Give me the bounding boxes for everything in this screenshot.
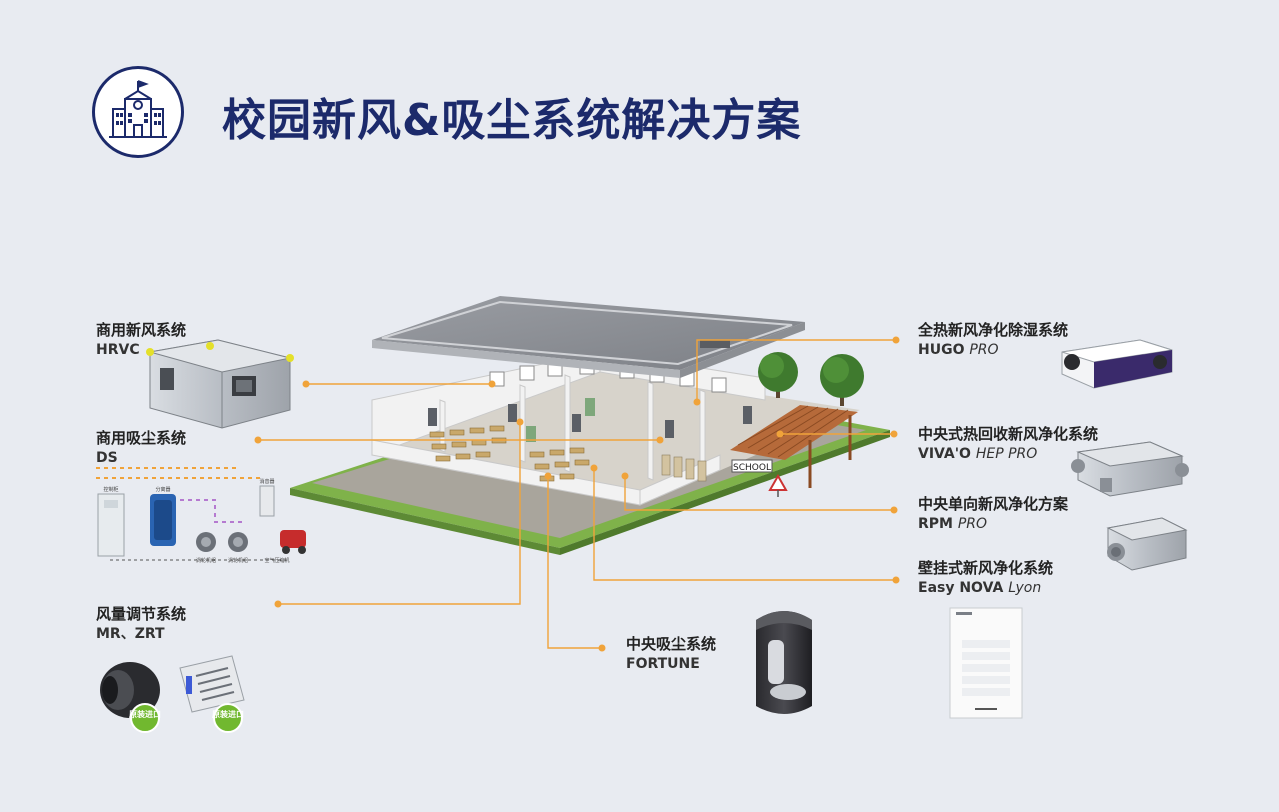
ds-label-5: 空气压缩机 [264, 557, 289, 564]
connector-nova [593, 468, 896, 581]
mr-zrt-products: 原装进口 原装进口 [100, 655, 245, 733]
label-mr-en: MR、ZRT [96, 626, 165, 642]
label-nova: 壁挂式新风净化系统 Easy NOVA Lyon [918, 558, 1053, 598]
restroom-stalls [661, 454, 707, 482]
connector-rpm [624, 476, 894, 511]
label-vivao-cn: 中央式热回收新风净化系统 [918, 425, 1099, 443]
green-panels [526, 398, 595, 442]
connector-mr [278, 422, 521, 605]
label-rpm-cn: 中央单向新风净化方案 [918, 495, 1069, 513]
ds-system-diagram: 控制柜 分离器 消音器 涡轮机组 涡轮机组 空气压缩机 [96, 467, 306, 564]
rpm-unit [1106, 517, 1188, 571]
label-fortune-en: FORTUNE [626, 656, 700, 672]
label-ds-en: DS [96, 450, 118, 466]
hugo-unit [1061, 339, 1173, 389]
ds-label-3: 涡轮机组 [196, 557, 216, 564]
vivao-unit [1071, 441, 1189, 497]
label-vivao-en-italic: HEP PRO [975, 446, 1038, 462]
classroom-desks [429, 425, 590, 482]
ds-label-2: 消音器 [259, 478, 274, 485]
easy-nova-unit [949, 607, 1023, 719]
ds-label-1: 分离器 [155, 486, 170, 493]
school-building-icon [92, 66, 184, 158]
label-ds-cn: 商用吸尘系统 [96, 429, 187, 447]
label-ds: 商用吸尘系统 DS [96, 428, 186, 468]
label-hrvc: 商用新风系统 HRVC [96, 320, 186, 360]
label-hugo-en: HUGO [918, 342, 965, 358]
label-vivao: 中央式热回收新风净化系统 VIVA'O HEP PRO [918, 424, 1098, 464]
label-nova-en-italic: Lyon [1008, 580, 1042, 596]
page-title: 校园新风&吸尘系统解决方案 [222, 95, 802, 146]
label-hugo-en-italic: PRO [969, 342, 999, 358]
connector-hugo [696, 339, 896, 402]
label-hrvc-en: HRVC [96, 342, 140, 358]
label-nova-en: Easy NOVA [918, 580, 1004, 596]
ds-label-4: 涡轮机组 [228, 557, 248, 564]
label-rpm-en: RPM [918, 516, 953, 532]
fortune-unit [756, 611, 812, 714]
label-hugo: 全热新风净化除湿系统 HUGO PRO [918, 320, 1068, 360]
connector-fortune [547, 476, 602, 649]
mr-badge-1: 原装进口 [212, 709, 244, 719]
mr-badge-0: 原装进口 [129, 709, 161, 719]
label-hugo-cn: 全热新风净化除湿系统 [918, 321, 1069, 339]
label-rpm-en-italic: PRO [957, 516, 988, 532]
label-fortune-cn: 中央吸尘系统 [626, 635, 717, 653]
hrvc-unit [146, 339, 294, 429]
canopy: SCHOOL [730, 405, 858, 497]
label-fortune: 中央吸尘系统 FORTUNE [626, 634, 716, 674]
building-doors [428, 404, 752, 438]
label-vivao-en: VIVA'O [918, 446, 971, 462]
connector-lines [254, 336, 900, 652]
school-sign: SCHOOL [733, 463, 771, 473]
label-nova-cn: 壁挂式新风净化系统 [918, 559, 1054, 577]
trees [758, 352, 864, 406]
label-mr: 风量调节系统 MR、ZRT [96, 604, 186, 644]
label-hrvc-cn: 商用新风系统 [96, 321, 187, 339]
label-rpm: 中央单向新风净化方案 RPM PRO [918, 494, 1068, 534]
label-mr-cn: 风量调节系统 [96, 605, 187, 623]
ds-label-0: 控制柜 [103, 486, 118, 493]
building-roof [372, 296, 805, 378]
